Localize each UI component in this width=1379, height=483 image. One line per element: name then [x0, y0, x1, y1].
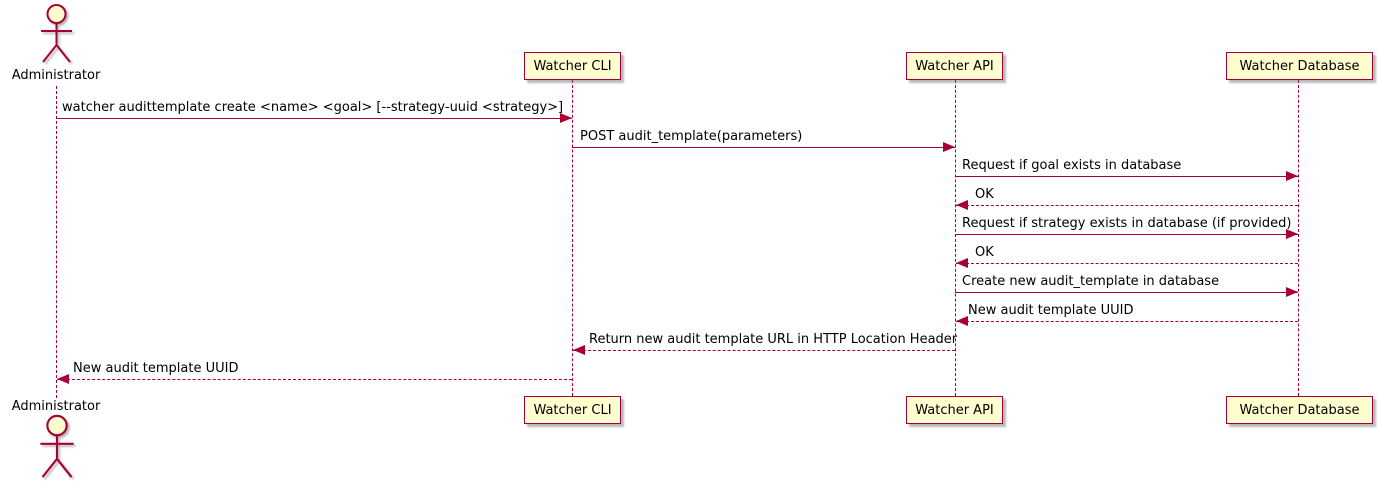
message-label: Request if goal exists in database: [962, 158, 1182, 173]
message-label: OK: [975, 245, 994, 260]
participant-box-watcher-cli-bottom: Watcher CLI: [524, 396, 621, 424]
lifeline-administrator: [56, 86, 57, 398]
arrowhead-icon: [956, 316, 968, 326]
message-line: [955, 176, 1298, 177]
message-line: [955, 292, 1298, 293]
arrowhead-icon: [956, 200, 968, 210]
message-label: Request if strategy exists in database (…: [962, 216, 1292, 231]
message-line: [956, 205, 1298, 206]
actor-label-administrator-bottom: Administrator: [11, 399, 101, 414]
actor-icon: [40, 414, 74, 478]
arrowhead-icon: [57, 374, 69, 384]
lifeline-watcher-database: [1298, 80, 1299, 396]
arrowhead-icon: [560, 113, 572, 123]
message-label: OK: [975, 187, 994, 202]
arrowhead-icon: [573, 345, 585, 355]
lifeline-watcher-api: [955, 80, 956, 396]
message-line: [955, 234, 1298, 235]
actor-label-administrator-top: Administrator: [11, 68, 101, 83]
message-line: [573, 350, 955, 351]
arrowhead-icon: [1286, 287, 1298, 297]
participant-box-watcher-cli-top: Watcher CLI: [524, 52, 621, 80]
participant-box-watcher-api-top: Watcher API: [906, 52, 1003, 80]
actor-icon: [41, 4, 72, 63]
message-label: watcher audittemplate create <name> <goa…: [62, 100, 564, 115]
message-line: [56, 118, 572, 119]
message-label: Create new audit_template in database: [962, 274, 1220, 289]
lifeline-watcher-cli: [572, 80, 573, 396]
message-line: [57, 379, 572, 380]
participant-box-watcher-api-bottom: Watcher API: [906, 396, 1003, 424]
arrowhead-icon: [956, 258, 968, 268]
arrowhead-icon: [1286, 229, 1298, 239]
message-line: [572, 147, 955, 148]
message-label: Return new audit template URL in HTTP Lo…: [589, 332, 958, 347]
message-line: [956, 263, 1298, 264]
message-line: [956, 321, 1298, 322]
message-label: New audit template UUID: [968, 303, 1134, 318]
participant-box-watcher-database-top: Watcher Database: [1226, 52, 1373, 80]
arrowhead-icon: [1286, 171, 1298, 181]
participant-box-watcher-database-bottom: Watcher Database: [1226, 396, 1373, 424]
arrowhead-icon: [943, 142, 955, 152]
message-label: POST audit_template(parameters): [580, 129, 803, 144]
message-label: New audit template UUID: [73, 361, 239, 376]
